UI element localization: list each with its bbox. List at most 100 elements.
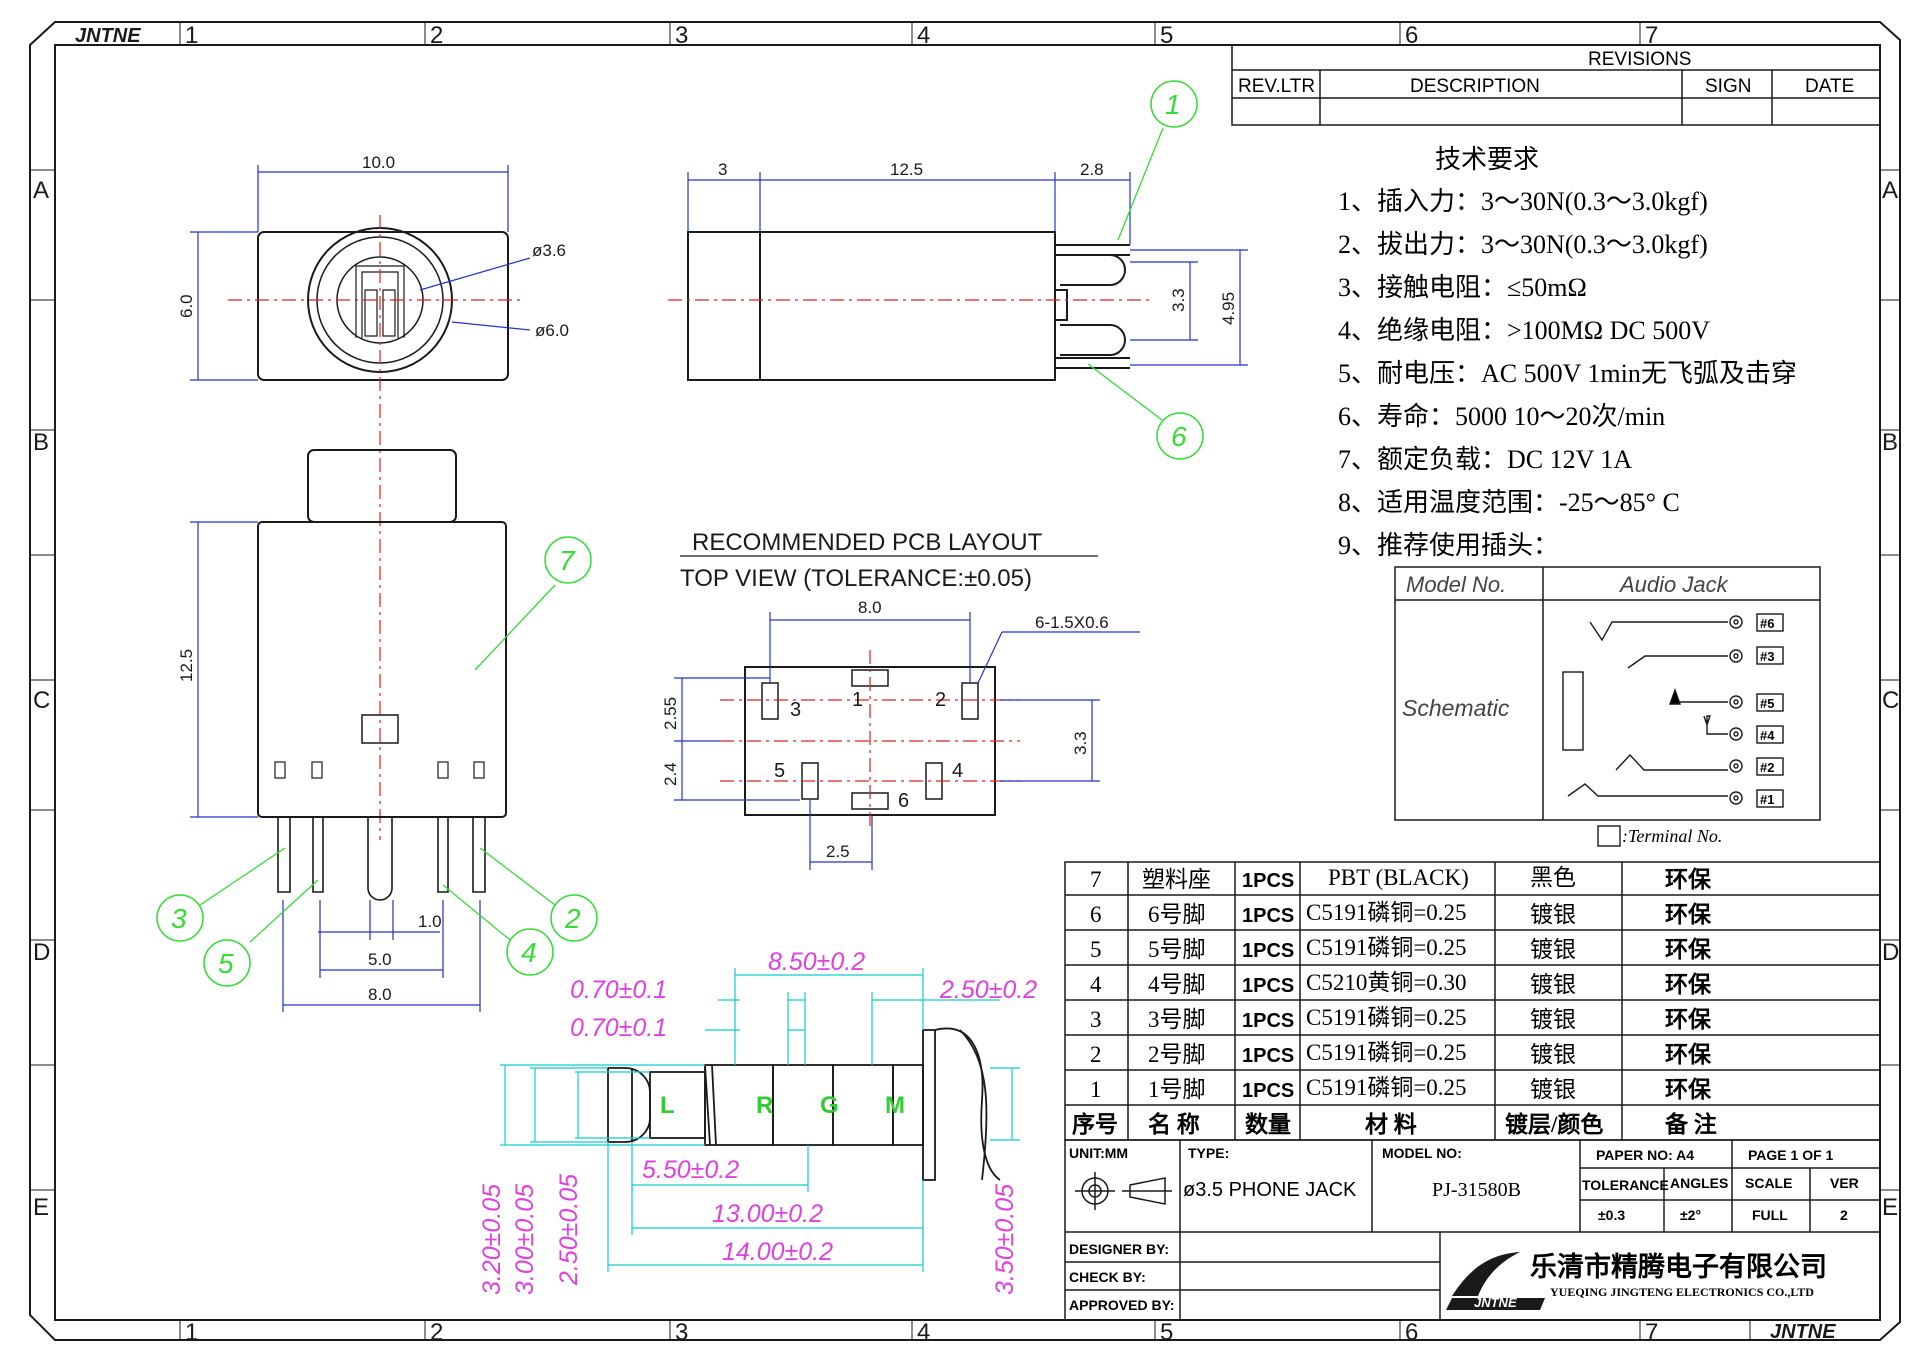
row-label-right-e: E (1882, 1194, 1898, 1221)
requirement-1: 1、插入力：3～30N(0.3～3.0kgf) (1338, 187, 1708, 216)
revisions-table (1231, 44, 1881, 126)
bom-row-4: 4 4号脚 1PCS C5210黄铜=0.30 镀银 环保 (1090, 970, 1712, 997)
company-logo: JNTNE (1446, 1252, 1545, 1310)
bom-header-qty: 数量 (1245, 1112, 1291, 1137)
requirement-6: 6、寿命：5000 10～20次/min (1338, 402, 1665, 431)
balloon-leaders (199, 127, 1164, 943)
pcb-dim-width: 8.0 (858, 598, 882, 617)
plug-segment-m: M (885, 1092, 905, 1119)
bom-header-finish: 镀层/颜色 (1505, 1111, 1603, 1137)
requirement-9: 9、推荐使用插头： (1338, 531, 1559, 560)
bottom-view-dims (190, 521, 481, 1012)
bom-qty: 1PCS (1242, 1045, 1294, 1067)
bom-qty: 1PCS (1242, 905, 1294, 927)
pcb-pin-4: 4 (952, 760, 963, 782)
bom-note: 环保 (1665, 1076, 1712, 1102)
bom-material: C5191磷铜=0.25 (1306, 935, 1467, 960)
front-view (257, 227, 509, 381)
bom-row-5: 5 5号脚 1PCS C5191磷铜=0.25 镀银 环保 (1090, 935, 1712, 962)
col-label-bottom-3: 3 (675, 1319, 688, 1346)
title-block-grid (1064, 1139, 1881, 1321)
technical-requirements: 技术要求 1、插入力：3～30N(0.3～3.0kgf) 2、拔出力：3～30N… (1338, 145, 1797, 560)
requirement-3: 3、接触电阻：≤50mΩ (1338, 273, 1587, 302)
dim-front-height: 6.0 (177, 294, 196, 318)
date-header: DATE (1805, 76, 1854, 97)
type-value: ø3.5 PHONE JACK (1183, 1179, 1357, 1201)
bom-table: 7 塑料座 1PCS PBT (BLACK) 黑色 环保 6 6号脚 1PCS … (1072, 865, 1717, 1137)
pcb-dim-bottom: 2.5 (826, 842, 850, 861)
pcb-dim-h1: 2.55 (661, 697, 680, 730)
balloon-7-label: 7 (559, 545, 576, 576)
scale-label: SCALE (1745, 1175, 1792, 1191)
angles-value: ±2° (1680, 1207, 1701, 1223)
plug-segment-l: L (660, 1092, 675, 1119)
schematic-box (1394, 566, 1821, 821)
model-no-header: Model No. (1406, 572, 1506, 597)
pcb-pin-5: 5 (774, 760, 785, 782)
plug-dim-tip-2: 0.70±0.1 (570, 1014, 667, 1042)
ver-value: 2 (1840, 1207, 1848, 1223)
front-view-dim-labels: 10.0 6.0 ø3.6 ø6.0 (177, 153, 569, 340)
balloon-2-label: 2 (564, 903, 581, 934)
row-label-right-c: C (1882, 687, 1899, 714)
paper-label: PAPER NO: A4 (1596, 1147, 1694, 1163)
bom-finish: 镀银 (1530, 937, 1576, 962)
bom-header-no: 序号 (1072, 1111, 1118, 1137)
border-labels: JNTNE JNTNE 1 2 3 4 5 6 7 1 2 3 4 5 6 7 … (33, 22, 1899, 1346)
plug-dim-len-2: 2.50±0.2 (939, 976, 1037, 1004)
bom-name: 6号脚 (1148, 902, 1206, 927)
terminal-6-label: #6 (1760, 616, 1774, 631)
pcb-pin-1: 1 (852, 689, 863, 711)
pcb-pin-3: 3 (790, 699, 801, 721)
ver-label: VER (1830, 1175, 1859, 1191)
plug-dim-dia-2: 3.00±0.05 (511, 1184, 539, 1295)
bom-qty: 1PCS (1242, 975, 1294, 997)
dim-pitch-1: 1.0 (418, 912, 442, 931)
row-label-left-b: B (33, 429, 49, 456)
terminal-3-label: #3 (1760, 649, 1774, 664)
requirement-4: 4、绝缘电阻：>100MΩ DC 500V (1338, 316, 1710, 345)
row-label-left-d: D (33, 939, 50, 966)
schematic-body (1562, 671, 1584, 751)
balloon-3 (156, 894, 204, 942)
plug-dim-dia-1: 3.20±0.05 (478, 1184, 506, 1295)
company-name-cn: 乐清市精腾电子有限公司 (1530, 1251, 1827, 1282)
audio-jack-header: Audio Jack (1618, 572, 1729, 597)
approved-label: APPROVED BY: (1069, 1297, 1175, 1313)
bom-material: PBT (BLACK) (1328, 865, 1469, 890)
requirement-5: 5、耐电压：AC 500V 1min无飞弧及击穿 (1338, 359, 1797, 388)
pcb-dim-h2: 2.4 (661, 762, 680, 786)
designer-label: DESIGNER BY: (1069, 1241, 1169, 1257)
plug-dim-dia-3: 2.50±0.05 (555, 1174, 583, 1286)
bom-row-6: 6 6号脚 1PCS C5191磷铜=0.25 镀银 环保 (1090, 900, 1712, 927)
plug-dim-len-5: 14.00±0.2 (722, 1238, 833, 1266)
col-label-top-1: 1 (185, 22, 198, 49)
bom-qty: 1PCS (1242, 870, 1294, 892)
front-view-dims (190, 165, 531, 381)
col-label-bottom-5: 5 (1160, 1319, 1173, 1346)
bom-header-note: 备 注 (1664, 1111, 1717, 1137)
bom-no: 4 (1090, 972, 1102, 997)
pcb-title: RECOMMENDED PCB LAYOUT (692, 529, 1043, 556)
plug-segment-g: G (820, 1092, 839, 1119)
check-label: CHECK BY: (1069, 1269, 1146, 1285)
row-label-left-e: E (33, 1194, 49, 1221)
dim-side-d2: 12.5 (890, 160, 923, 179)
terminal-1-label: #1 (1760, 792, 1774, 807)
bom-qty: 1PCS (1242, 1080, 1294, 1102)
dim-outer-dia: ø6.0 (535, 321, 569, 340)
bom-header-row: 序号 名 称 数量 材 料 镀层/颜色 备 注 (1072, 1111, 1717, 1137)
balloon-3-label: 3 (171, 903, 187, 934)
bottom-view (257, 449, 507, 901)
row-label-left-a: A (33, 177, 49, 204)
dim-pitch-3: 8.0 (368, 985, 392, 1004)
bom-row-7: 7 塑料座 1PCS PBT (BLACK) 黑色 环保 (1090, 865, 1712, 892)
bom-material: C5191磷铜=0.25 (1306, 1040, 1467, 1065)
bom-no: 7 (1090, 867, 1102, 892)
col-label-bottom-7: 7 (1645, 1319, 1658, 1346)
bom-name: 5号脚 (1148, 937, 1206, 962)
bom-name: 3号脚 (1148, 1007, 1206, 1032)
tolerance-label: TOLERANCE (1582, 1177, 1669, 1193)
terminal-legend: :Terminal No. (1622, 826, 1722, 846)
plug-drawing: L R G M 0 (478, 948, 1037, 1295)
